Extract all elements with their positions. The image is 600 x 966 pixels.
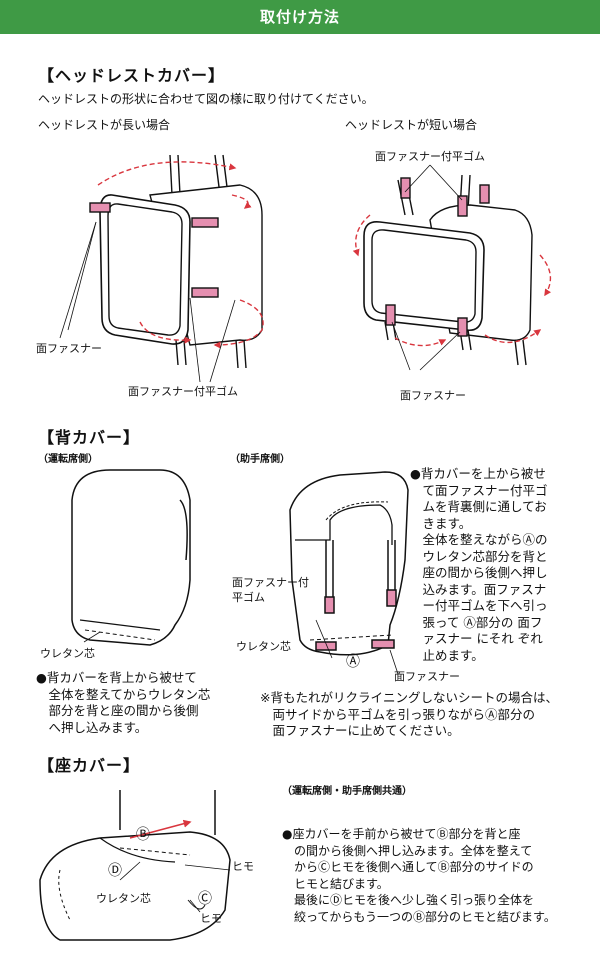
headrest-label-flat-rubber-right: 面ファスナー付平ゴム [375,150,485,163]
headrest-label-flat-rubber-left: 面ファスナー付平ゴム [128,385,238,398]
page-header: 取付け方法 [0,0,600,34]
headrest-short-caption: ヘッドレストが短い場合 [345,118,478,132]
headrest-long-caption: ヘッドレストが長い場合 [38,118,171,132]
seat-label-urethane: ウレタン芯 [96,892,151,905]
seat-label-b: Ⓑ [136,827,150,843]
seat-common: （運転席側・助手席側共通） [282,786,412,797]
back-driver-description: ●背カバーを背上から被せて 全体を整えてからウレタン芯 部分を背と座の間から後側… [36,670,211,735]
back-label-a-mark: Ⓐ [346,654,360,670]
back-note: ※背もたれがリクライニングしないシートの場合は、 両サイドから平ゴムを引っ張りな… [260,690,558,738]
seat-label-himo-2: ヒモ [200,912,222,925]
seat-label-himo-1: ヒモ [232,860,254,873]
headrest-section-title: 【ヘッドレストカバー】 [38,66,226,85]
back-passenger-description: ●背カバーを上から被せ て面ファスナー付平ゴ ムを背裏側に通してお きます。 全… [410,466,548,663]
seat-label-c: Ⓒ [198,891,212,907]
seat-diagram [39,790,231,941]
headrest-long-diagram [59,154,264,383]
back-label-fastener: 面ファスナー [394,670,460,683]
headrest-intro: ヘッドレストの形状に合わせて図の様に取り付けてください。 [38,92,374,106]
back-passenger-side: （助手席側） [230,454,290,465]
back-label-flat-rubber-2: 平ゴム [232,591,265,604]
headrest-label-fastener-right: 面ファスナー [400,389,466,402]
headrest-short-diagram [352,164,552,371]
seat-label-d: Ⓓ [108,863,122,879]
back-label-urethane-left: ウレタン芯 [40,647,95,660]
seat-description: ●座カバーを手前から被せてⒷ部分を背と座 の間から後側へ押し込みます。全体を整え… [282,827,556,924]
back-driver-diagram [71,469,191,646]
back-label-urethane-right: ウレタン芯 [236,640,291,653]
back-driver-side: （運転席側） [38,454,98,465]
seat-section-title: 【座カバー】 [38,756,141,775]
headrest-label-fastener-left: 面ファスナー [36,342,102,355]
back-label-flat-rubber-1: 面ファスナー付 [232,576,309,589]
back-passenger-diagram [289,471,409,675]
back-section-title: 【背カバー】 [38,428,141,447]
